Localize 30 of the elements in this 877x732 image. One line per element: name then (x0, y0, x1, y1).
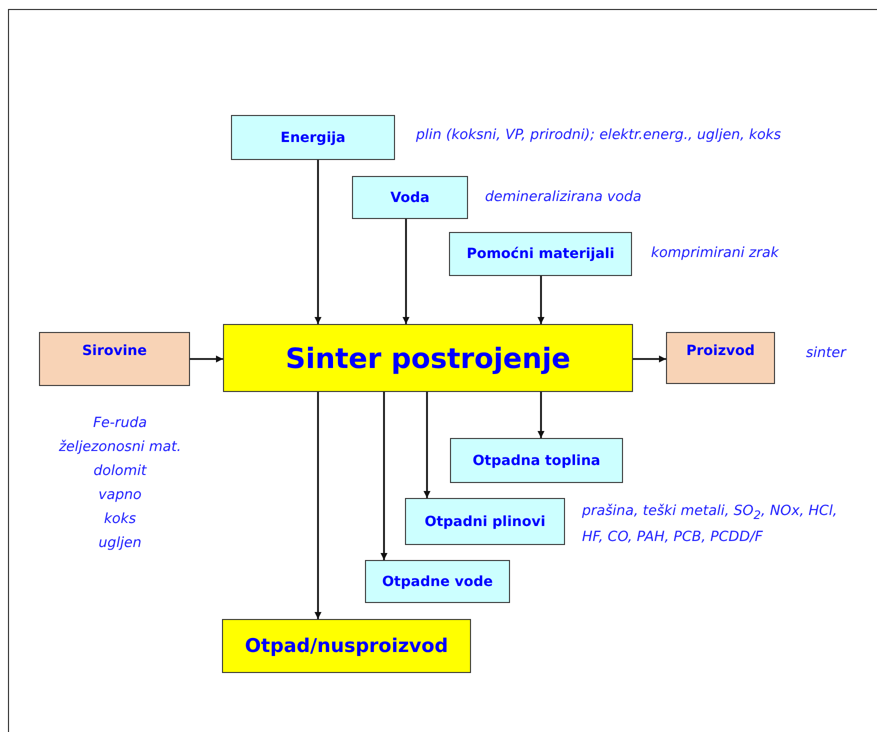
process-box: Sirovine (39, 332, 190, 386)
arrow (314, 160, 322, 324)
process-box: Energija (231, 115, 395, 160)
arrow (190, 356, 223, 362)
annotation-text: ugljen (97, 534, 143, 553)
arrow (402, 219, 410, 324)
annotation-text: demineralizirana voda (485, 188, 642, 207)
process-box: Otpadni plinovi (405, 498, 565, 545)
annotation-text: željezonosni mat. (58, 438, 182, 457)
process-box: Otpad/nusproizvod (222, 619, 471, 673)
process-box: Proizvod (666, 332, 775, 384)
annotation-text: komprimirani zrak (651, 244, 779, 263)
annotation-text: dolomit (92, 462, 148, 481)
process-box: Sinter postrojenje (223, 324, 633, 392)
process-box: Pomoćni materijali (449, 232, 632, 276)
annotation-text: plin (koksni, VP, prirodni); elektr.energ., ugljen, koks (416, 126, 782, 145)
arrow (538, 392, 544, 438)
annotation-text: sinter (806, 344, 846, 363)
arrow (633, 356, 666, 362)
annotation-text: koks (102, 510, 138, 529)
annotation-text: vapno (97, 486, 143, 505)
arrow (424, 392, 430, 498)
arrow (380, 392, 388, 560)
arrow (314, 392, 322, 619)
arrow (538, 276, 544, 324)
process-box: Voda (352, 176, 468, 219)
process-box: Otpadna toplina (450, 438, 623, 483)
annotation-text: prašina, teški metali, SO$_{2}$, NOx, HCl, HF, CO, PAH, PCB, PCDD/F (582, 502, 838, 547)
process-box: Otpadne vode (365, 560, 510, 603)
annotation-text: Fe-ruda (92, 414, 148, 433)
